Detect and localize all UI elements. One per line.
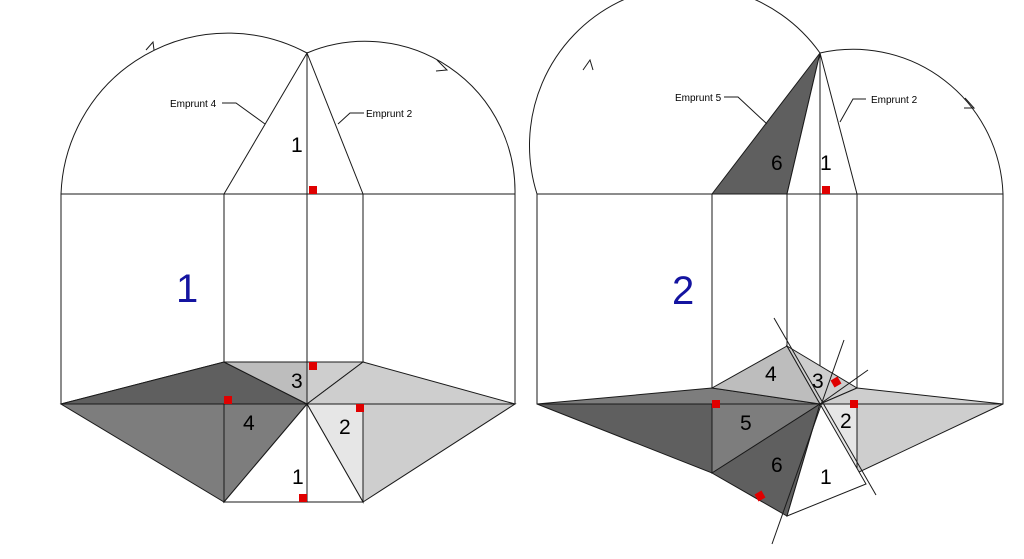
right-angle-marker	[309, 186, 317, 194]
face-label-top-1: 1	[820, 152, 832, 175]
face-label-6: 6	[771, 454, 783, 477]
right-angle-marker	[356, 404, 364, 412]
arrow-right-icon	[964, 97, 976, 109]
face-1	[222, 403, 364, 503]
face-label-3: 3	[291, 370, 303, 393]
arc-left	[60, 32, 308, 195]
face-label-5: 5	[740, 412, 752, 435]
callout-emprunt-left: Emprunt 4	[170, 99, 217, 110]
callout-leader-left	[222, 102, 266, 125]
face-label-1: 1	[820, 466, 832, 489]
arrow-left-icon	[582, 58, 594, 71]
face-label-top-6: 6	[771, 152, 783, 175]
right-angle-marker	[224, 396, 232, 404]
callout-emprunt-left: Emprunt 5	[675, 93, 722, 104]
callout-leader-left	[724, 96, 768, 125]
arc-right	[306, 40, 516, 195]
right-angle-marker	[754, 490, 766, 502]
construction-line	[819, 369, 869, 405]
callout-emprunt-right: Emprunt 2	[871, 95, 918, 106]
right-angle-marker	[830, 376, 842, 388]
face-label-3: 3	[812, 370, 824, 393]
face-2-c	[362, 403, 517, 503]
right-angle-marker	[822, 186, 830, 194]
callout-leader-right	[839, 98, 866, 123]
construction-line	[771, 339, 845, 545]
figure-number: 1	[176, 267, 198, 311]
face-label-4: 4	[243, 412, 255, 435]
right-angle-marker	[712, 400, 720, 408]
arc-right	[819, 48, 1004, 195]
face-label-1: 1	[292, 466, 304, 489]
figure-number: 2	[672, 269, 694, 313]
callout-emprunt-right: Emprunt 2	[366, 109, 413, 120]
face-label-top: 1	[291, 134, 303, 157]
callout-leader-right	[337, 112, 364, 125]
face-label-2: 2	[840, 410, 852, 433]
right-angle-marker	[299, 494, 307, 502]
arrow-right-icon	[435, 59, 449, 72]
construction-line	[773, 317, 877, 496]
top-triangle	[223, 51, 364, 195]
face-label-2: 2	[339, 416, 351, 439]
arrow-left-icon	[145, 40, 155, 51]
arc-left	[529, 0, 821, 195]
figure-2: Emprunt 5 Emprunt 2 2 6 1 4 3 5 2 6 1	[529, 0, 1004, 545]
face-1	[786, 402, 867, 517]
face-2-c	[856, 403, 1004, 474]
right-angle-marker	[850, 400, 858, 408]
figure-1: Emprunt 4 Emprunt 2 1 1 3 4 2 1	[59, 32, 517, 504]
right-angle-marker	[309, 362, 317, 370]
face-label-4: 4	[765, 363, 777, 386]
